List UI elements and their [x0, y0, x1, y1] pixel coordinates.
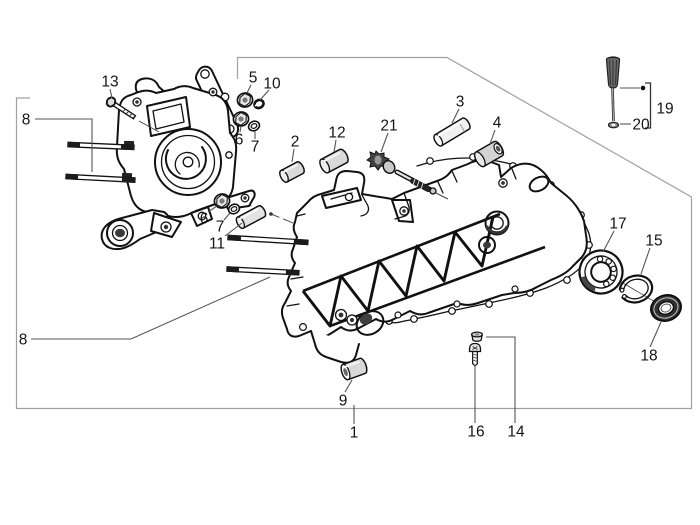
pivot-boss [106, 219, 134, 247]
part-6-flange-nut-lower [213, 193, 231, 209]
frame-box [15, 56, 693, 410]
part-12-dowel-bushing [319, 148, 349, 174]
part-17-ball-bearing [578, 249, 624, 295]
callout-leader-spring-washer [259, 89, 270, 101]
part-5-flange-nut [236, 92, 254, 108]
part-8-stud-4 [226, 266, 300, 276]
part-10-spring-washer [253, 98, 265, 110]
part-15-circlip [617, 274, 654, 304]
callout-label-20-dipstick-washer: 20 [632, 117, 650, 134]
part-2-dowel-bushing [279, 161, 305, 183]
callout-label-7-washer-lower: 7 [216, 219, 225, 236]
part-8-stud-2 [65, 173, 136, 183]
callout-leader-spacer-bushing [224, 222, 243, 237]
platform-slot [152, 103, 185, 130]
callout-label-12-dowel-bushing-2: 12 [328, 125, 345, 142]
callout-label-19-oil-dipstick: 19 [656, 101, 673, 118]
part-9-mount-bushing [340, 357, 368, 381]
top-platform [146, 96, 191, 137]
callout-leader-flange-nut-upper [239, 125, 242, 133]
part-18-oil-seal [650, 294, 682, 322]
callout-label-4-bushing: 4 [493, 115, 502, 132]
part-7-washer-lower [227, 203, 241, 215]
callout-label-9-mount-bushing: 9 [339, 393, 348, 410]
callout-label-8-stud-pair-upper: 8 [22, 112, 31, 129]
callout-label-14-plug: 14 [507, 424, 525, 441]
callout-leader-flange-nut [246, 84, 252, 94]
callout-leader-hex-bolt [109, 88, 113, 99]
callout-leader-flange-nut-lower [207, 205, 218, 213]
arm-eye-1 [200, 69, 210, 79]
bolt-13-axis [138, 120, 160, 133]
crank-bore [484, 210, 510, 236]
callout-label-17-ball-bearing: 17 [609, 216, 626, 233]
callout-label-11-spacer-bushing: 11 [209, 236, 225, 253]
part-7-washer-upper [247, 120, 261, 132]
callout-label-10-spring-washer: 10 [263, 76, 281, 93]
callout-label-3-dowel-pin: 3 [456, 94, 465, 111]
part-11-spacer-bushing [235, 204, 267, 230]
callout-leader-dowel-bushing-2 [333, 139, 337, 153]
callout-leader-dowel-bushing [291, 148, 295, 163]
axis-dot [269, 212, 273, 216]
callout-leader-mount-bushing [344, 379, 353, 393]
callout-label-13-hex-bolt: 13 [101, 74, 118, 91]
case-foot [310, 330, 360, 364]
callout-leader-washer-lower [223, 212, 231, 221]
callout-label-15-circlip: 15 [645, 233, 662, 250]
callout-leader-bushing [489, 129, 496, 145]
callout-label-5-flange-nut: 5 [249, 70, 258, 87]
part-21-drive-gear-shaft [366, 150, 449, 200]
crank-web-arc-2 [174, 151, 200, 175]
part-14-plug [470, 331, 484, 342]
callout-leader-drive-gear-shaft [380, 132, 389, 153]
part-3-dowel-pin [433, 117, 471, 147]
right-crankcase-half [280, 153, 663, 364]
callout-leader-plug [486, 336, 516, 423]
callout-leader-stud-pair-lower [31, 276, 271, 340]
left-crankcase-half [100, 65, 331, 251]
case-body-right [280, 159, 588, 338]
callout-leaders [31, 84, 662, 424]
callout-label-18-oil-seal: 18 [640, 348, 657, 365]
case-body [115, 85, 238, 219]
crank-opening [154, 128, 222, 196]
part-13-hex-bolt [105, 96, 137, 120]
oval-port [528, 175, 550, 193]
rim-holes [299, 285, 519, 332]
part-20-dipstick-washer [607, 121, 620, 129]
crank-center [182, 156, 194, 168]
callout-19-dot [640, 85, 646, 91]
callout-label-2-dowel-bushing: 2 [291, 134, 300, 151]
part-4-bushing [473, 140, 505, 168]
part-19-oil-dipstick [605, 56, 621, 122]
crank-opening-inner [160, 134, 216, 190]
callout-label-7-washer-upper: 7 [251, 139, 260, 156]
part-8-stud-3 [227, 234, 309, 246]
callout-leader-circlip [640, 247, 651, 275]
callout-leader-dowel-pin [451, 108, 460, 124]
part-8-stud-1 [67, 141, 135, 151]
callout-label-6-flange-nut-upper: 6 [235, 132, 244, 149]
part-6-flange-nut-upper [232, 111, 250, 127]
seal-boss [478, 236, 496, 254]
callout-label-6-flange-nut-lower: 6 [200, 211, 209, 228]
callout-label-21-drive-gear-shaft: 21 [380, 118, 397, 135]
crank-web-arc-1 [165, 146, 207, 180]
callout-label-16-screw: 16 [467, 424, 484, 441]
callout-label-1-crankcase-assembly: 1 [350, 425, 359, 442]
callout-leader-stud-pair-upper [35, 118, 93, 172]
callout-leader-oil-seal [649, 321, 662, 348]
callout-label-8-stud-pair-lower: 8 [19, 332, 28, 349]
callout-19-bracket [645, 82, 652, 129]
mount-tube [355, 310, 385, 336]
part-16-screw [468, 342, 482, 367]
callout-leader-ball-bearing [602, 230, 615, 253]
